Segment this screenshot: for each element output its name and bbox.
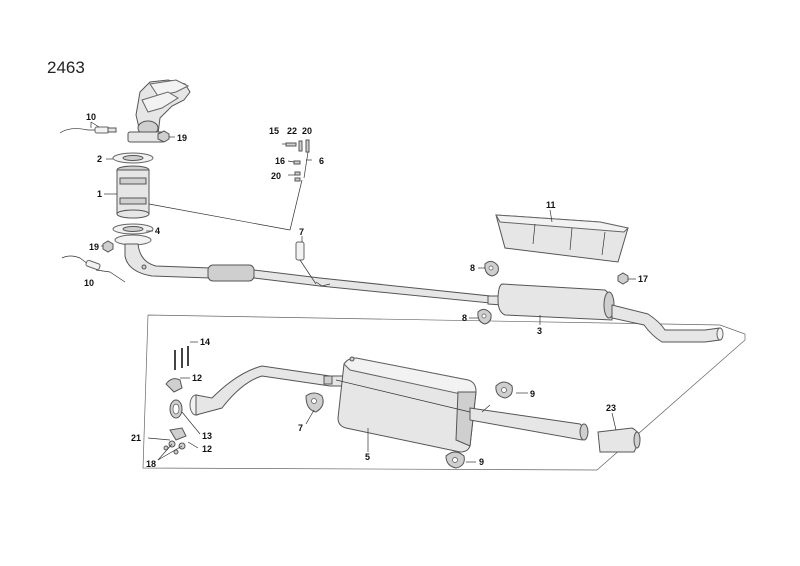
callout-21: 21 <box>131 433 141 443</box>
callout-23: 23 <box>606 403 616 413</box>
callout-labels: 10 19 2 1 4 19 10 15 22 20 16 6 20 7 11 … <box>84 112 648 469</box>
callout-14: 14 <box>200 337 210 347</box>
callout-9-lower: 9 <box>479 457 484 467</box>
rubber-hanger-9-lower <box>445 451 465 469</box>
tailpipe <box>469 404 589 441</box>
heat-shield <box>495 214 630 263</box>
rear-silencer <box>337 356 477 453</box>
callout-1: 1 <box>97 189 102 199</box>
rubber-hanger-7-upper <box>295 241 305 261</box>
callout-11: 11 <box>546 200 556 210</box>
callout-20-lower: 20 <box>271 171 281 181</box>
callout-19-upper: 19 <box>177 133 187 143</box>
callout-18: 18 <box>146 459 156 469</box>
rubber-hanger-9-upper <box>495 381 513 399</box>
callout-17: 17 <box>638 274 648 284</box>
nut-17 <box>617 272 629 285</box>
callout-7-lower: 7 <box>298 423 303 433</box>
callout-10-lower: 10 <box>84 278 94 288</box>
callout-19-lower: 19 <box>89 242 99 252</box>
nut-19-upper <box>157 130 170 143</box>
bolts-14 <box>174 346 189 370</box>
catalytic-converter <box>116 165 150 219</box>
callout-8-upper: 8 <box>470 263 475 273</box>
fastener-set-upper <box>285 139 310 182</box>
rubber-hanger-7-lower <box>305 392 324 413</box>
gasket-4 <box>112 223 154 235</box>
front-pipe <box>124 243 491 304</box>
callout-20-upper: 20 <box>302 126 312 136</box>
oxygen-sensor-upper <box>59 126 117 134</box>
rubber-hanger-8-lower <box>477 308 492 325</box>
oxygen-sensor-lower <box>61 255 101 271</box>
nut-19-lower <box>102 240 114 253</box>
callout-7-upper: 7 <box>299 227 304 237</box>
callout-15: 15 <box>269 126 279 136</box>
assembly-frame <box>142 314 746 471</box>
callout-12-upper: 12 <box>192 373 202 383</box>
callout-22: 22 <box>287 126 297 136</box>
clamp-12-upper <box>165 378 183 393</box>
gasket-13 <box>169 399 183 419</box>
callout-6: 6 <box>319 156 324 166</box>
rubber-hanger-8-upper <box>484 260 499 277</box>
gasket-2 <box>112 152 154 164</box>
center-silencer <box>487 283 724 343</box>
callout-9-upper: 9 <box>530 389 535 399</box>
callout-13: 13 <box>202 431 212 441</box>
tailpipe-trim <box>597 427 641 453</box>
callout-4: 4 <box>155 226 160 236</box>
clamp-hardware-lower <box>163 427 187 455</box>
leader-lines <box>90 121 636 463</box>
callout-2: 2 <box>97 154 102 164</box>
callout-10-upper: 10 <box>86 112 96 122</box>
pipe-hanger-bracket <box>315 281 331 287</box>
callout-8-lower: 8 <box>462 313 467 323</box>
diagram-number: 2463 <box>47 58 85 77</box>
callout-16: 16 <box>275 156 285 166</box>
exhaust-manifold <box>127 79 191 143</box>
callout-3: 3 <box>537 326 542 336</box>
callout-12-lower: 12 <box>202 444 212 454</box>
callout-5: 5 <box>365 452 370 462</box>
